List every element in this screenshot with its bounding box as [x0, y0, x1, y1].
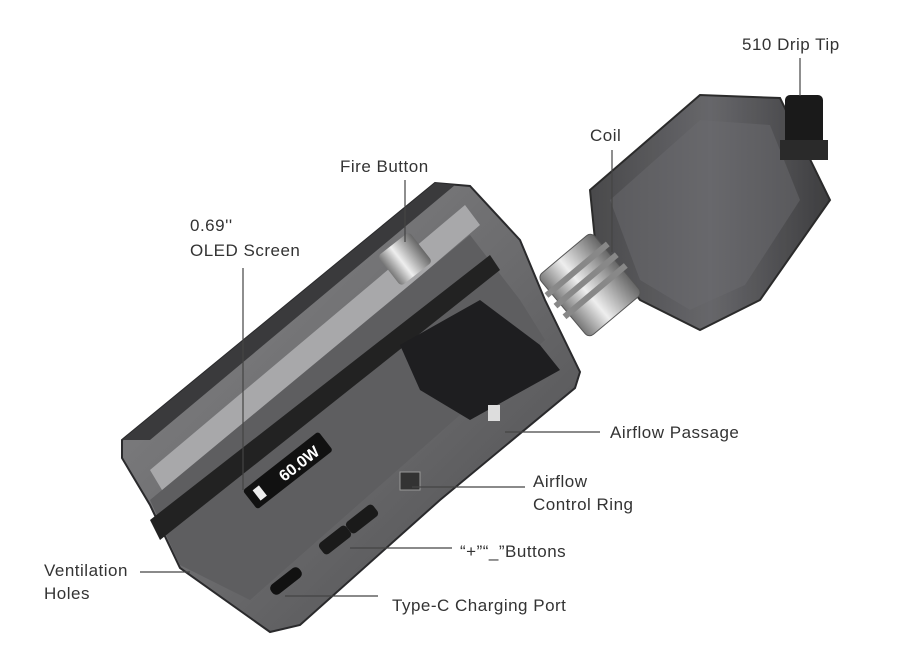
- battery-icon: [252, 485, 267, 501]
- label-ventilation-2: Holes: [44, 584, 90, 603]
- label-airflow-control-1: Airflow: [533, 472, 588, 491]
- label-type-c: Type-C Charging Port: [392, 596, 567, 615]
- label-coil: Coil: [590, 126, 622, 145]
- mod-body: [121, 181, 582, 634]
- label-oled-screen: OLED Screen: [190, 241, 301, 260]
- label-buttons: “+”“_”Buttons: [460, 542, 567, 561]
- label-oled-size: 0.69'': [190, 216, 233, 235]
- label-ventilation-1: Ventilation: [44, 561, 128, 580]
- fire-button-shape: [379, 233, 431, 285]
- label-airflow-control-2: Control Ring: [533, 495, 634, 514]
- label-drip-tip: 510 Drip Tip: [742, 35, 840, 54]
- leader-lines: [140, 58, 801, 597]
- label-airflow-passage: Airflow Passage: [610, 423, 740, 442]
- label-fire-button: Fire Button: [340, 157, 429, 176]
- drip-tip-shape: [785, 95, 823, 150]
- coil-shape: [539, 233, 641, 337]
